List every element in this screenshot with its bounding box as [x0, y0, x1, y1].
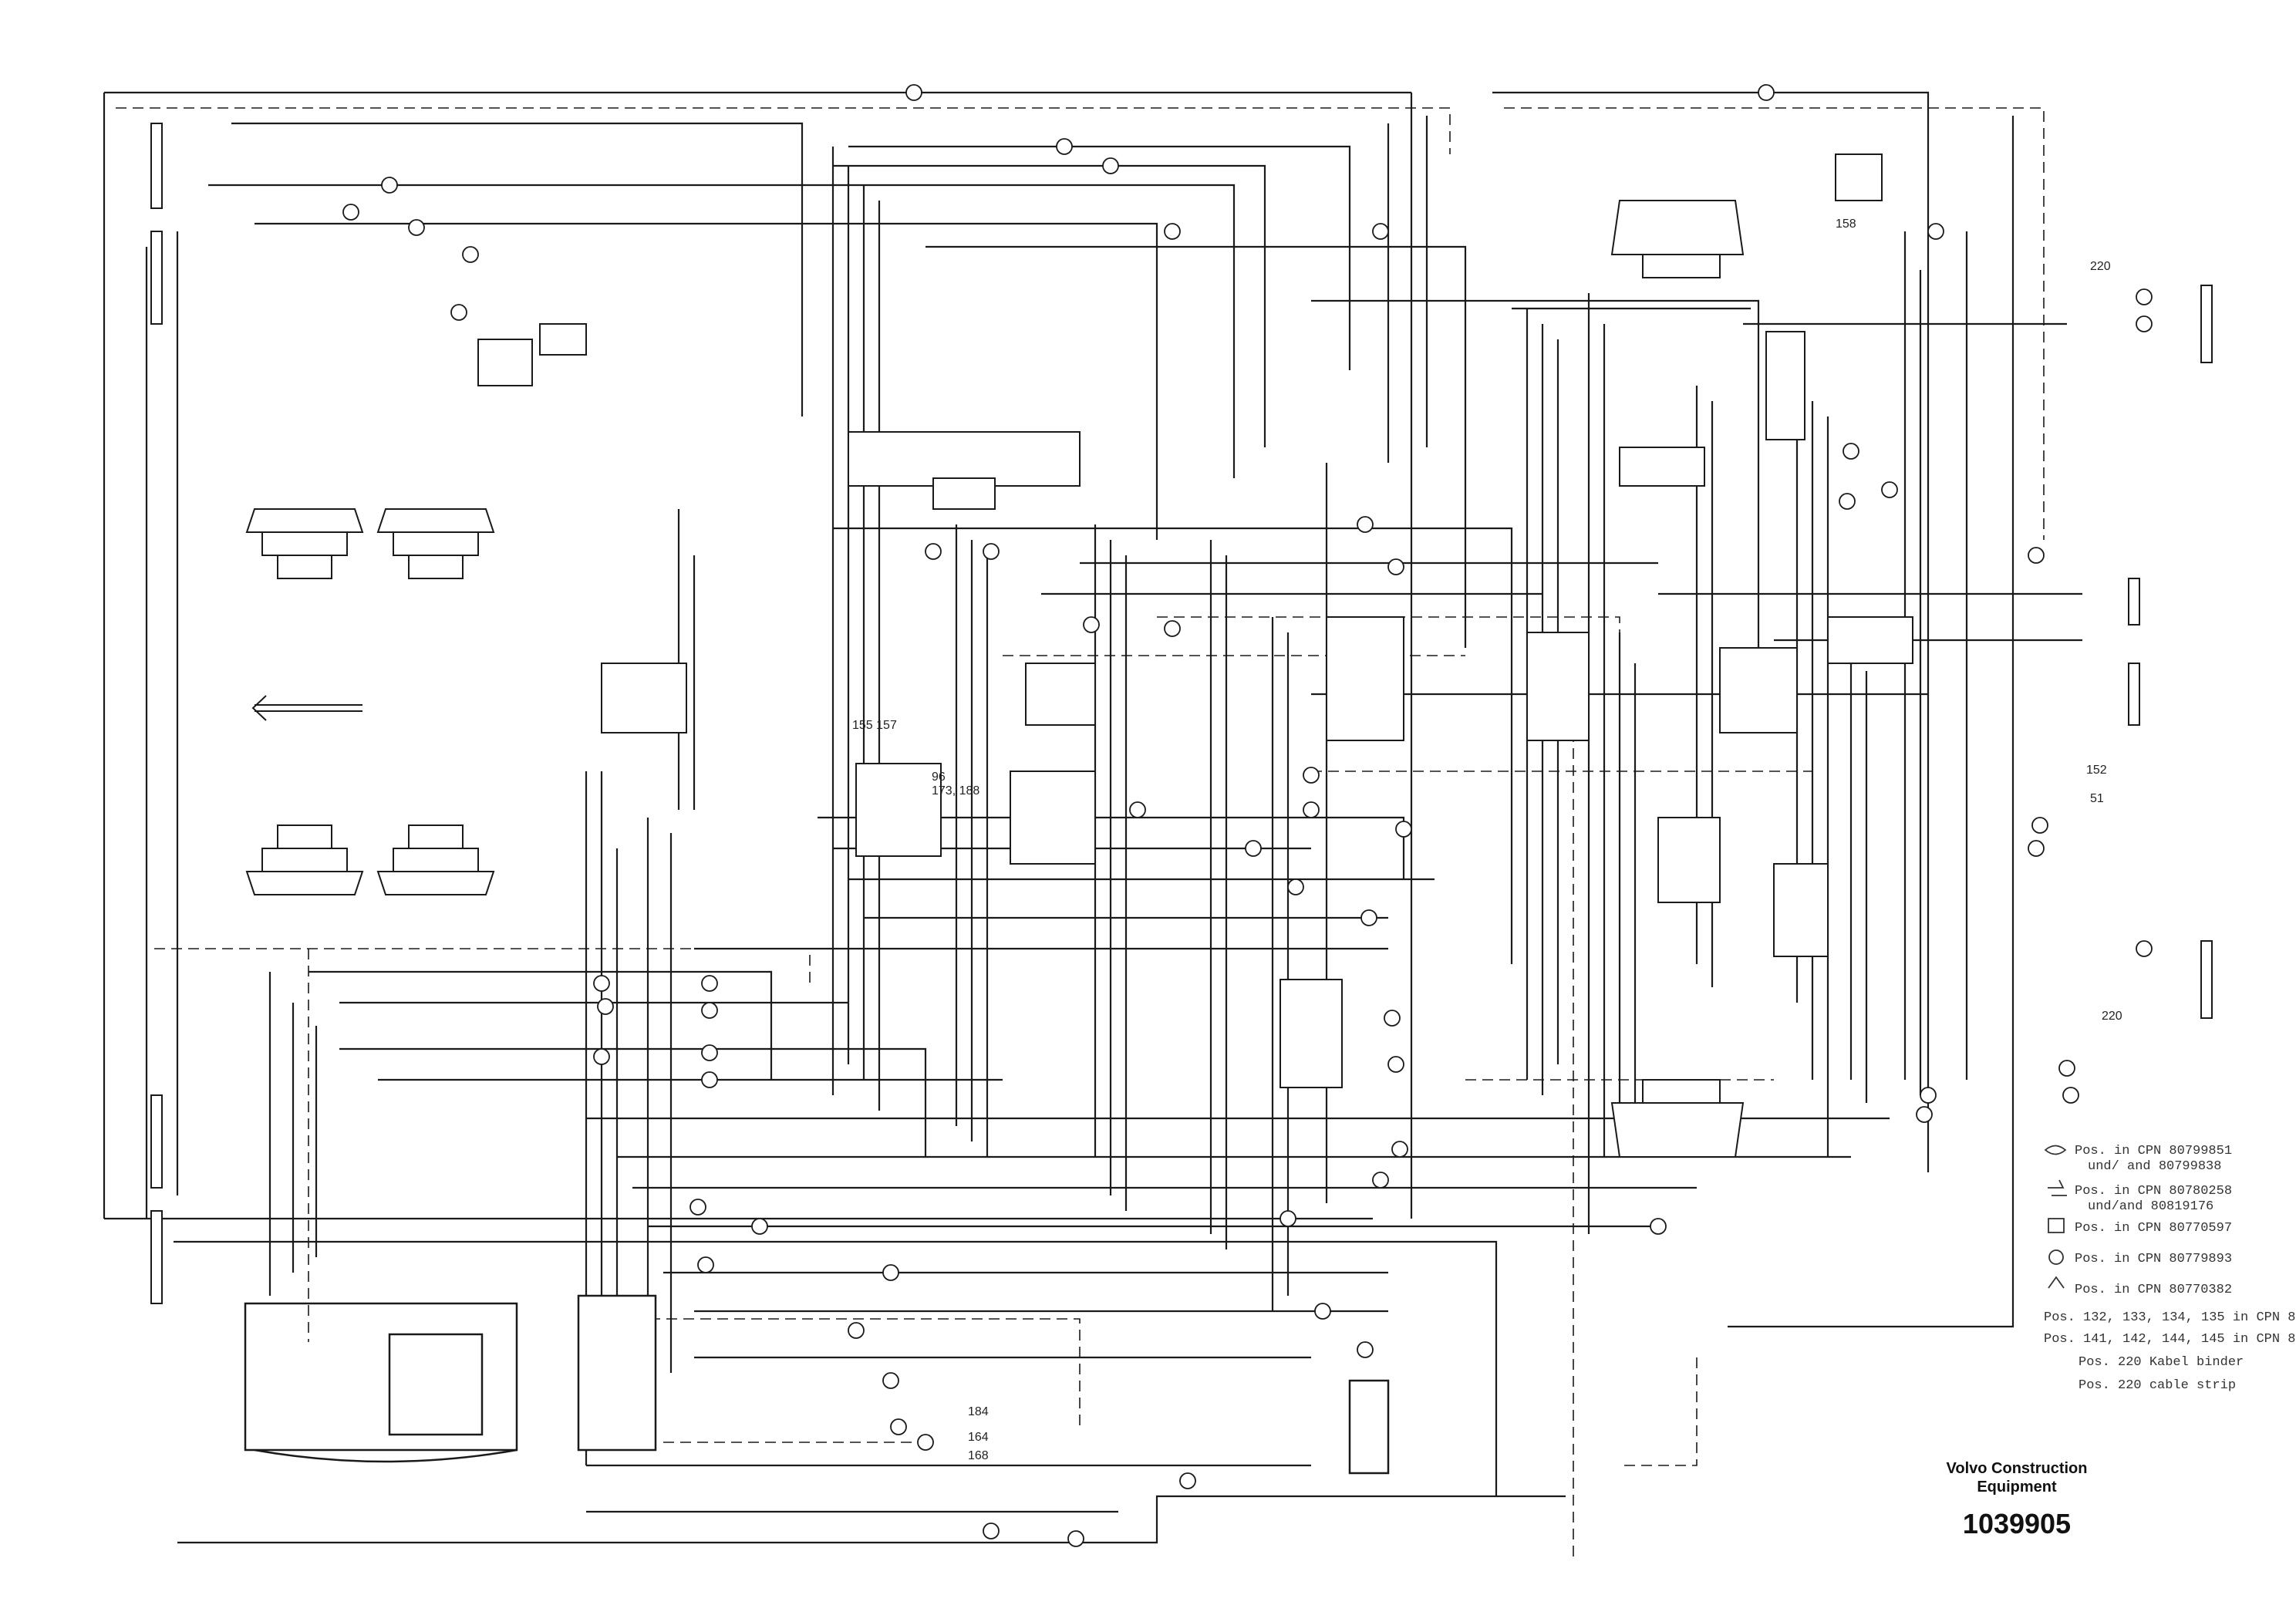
note-4: Pos. 220 cable strip: [2079, 1378, 2236, 1393]
callout-51: 51: [2090, 792, 2104, 805]
document-number: 1039905: [1962, 1508, 2072, 1539]
callout-155-157: 155 157: [852, 719, 897, 732]
callout-220-top: 220: [2090, 260, 2111, 273]
legend-5-line1: Pos. in CPN 80770382: [2075, 1283, 2232, 1297]
company-name: Volvo Construction Equipment: [1946, 1460, 2088, 1496]
note-2: Pos. 141, 142, 144, 145 in CPN 80818436: [2044, 1332, 2296, 1347]
legend-2-line2: und/and 80819176: [2088, 1199, 2213, 1214]
callout-168: 168: [968, 1449, 989, 1462]
legend-1-line2: und/ and 80799838: [2088, 1159, 2221, 1174]
note-1: Pos. 132, 133, 134, 135 in CPN 80815509: [2044, 1310, 2296, 1325]
legend-3-line1: Pos. in CPN 80770597: [2075, 1221, 2232, 1236]
note-3: Pos. 220 Kabel binder: [2079, 1355, 2244, 1370]
callout-184: 184: [968, 1405, 989, 1418]
callout-173-188: 173, 188: [932, 784, 979, 798]
callout-220-bottom: 220: [2102, 1010, 2122, 1023]
legend-4-line1: Pos. in CPN 80779893: [2075, 1252, 2232, 1266]
legend-1-line1: Pos. in CPN 80799851: [2075, 1144, 2232, 1158]
callout-158: 158: [1836, 218, 1856, 231]
callout-152: 152: [2086, 764, 2107, 777]
legend-2-line1: Pos. in CPN 80780258: [2075, 1184, 2232, 1199]
callout-164: 164: [968, 1431, 989, 1444]
callout-96: 96: [932, 771, 946, 784]
